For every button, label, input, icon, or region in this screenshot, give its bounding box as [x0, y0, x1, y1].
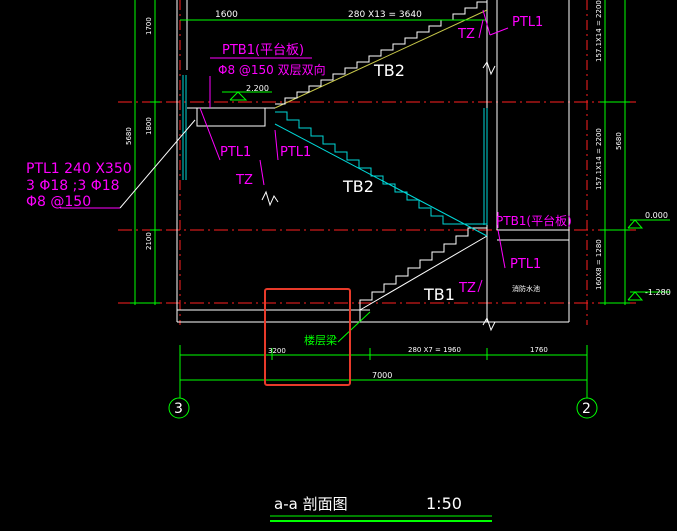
label-tz-a: TZ [235, 173, 253, 188]
dim-overall: 7000 [372, 371, 392, 380]
drawing-title: a-a 剖面图 [274, 495, 348, 513]
axis-bubble-3 [168, 397, 190, 419]
highlight-box [264, 288, 351, 386]
flight-tb2-upper-steps [275, 1, 487, 105]
axis-bubble-2 [576, 397, 598, 419]
dim-1800: 1800 [145, 117, 153, 135]
flight-tb2-upper [274, 9, 488, 109]
dim-riser-lower: 160X8 = 1280 [595, 239, 603, 290]
label-ptb1-rebar: Φ8 @150 双层双向 [218, 62, 326, 77]
label-ptl1-b: PTL1 [280, 145, 311, 160]
dim-bottom-left: 3200 [268, 347, 286, 355]
label-ptl1-c: PTL1 [512, 15, 543, 30]
dim-riser-middle: 157.1X14 = 2200 [595, 128, 603, 190]
label-pool: 消防水池 [512, 284, 540, 293]
label-ptl1-a: PTL1 [220, 145, 251, 160]
dim-right-height: 5680 [615, 132, 623, 150]
dim-step-upper: 280 X13 = 3640 [348, 10, 422, 20]
leader-lines [60, 9, 509, 293]
dim-riser-upper: 157.1X14 = 2200 [595, 0, 603, 62]
drawing-scale: 1:50 [426, 494, 462, 513]
dim-1600: 1600 [215, 10, 238, 20]
flight-tb2-lower [182, 75, 488, 237]
label-tb1: TB1 [423, 285, 455, 304]
building-walls [176, 0, 570, 332]
label-ptl1-d: PTL1 [510, 257, 541, 272]
label-tz-c: TZ [458, 281, 476, 296]
beam-leader [337, 311, 371, 343]
level-pit: -1.280 [645, 288, 671, 297]
dim-1700: 1700 [145, 17, 153, 35]
label-ptl-spec-3: Φ8 @150 [26, 194, 91, 210]
dim-bottom-steps: 280 X7 = 1960 [408, 346, 461, 354]
dim-bottom-right: 1760 [530, 346, 548, 354]
label-beam-callout: 楼层梁 [304, 333, 337, 347]
label-tz-b: TZ [457, 27, 475, 42]
label-ptl-spec-2: 3 Φ18 ;3 Φ18 [26, 178, 120, 194]
label-ptb1-right: PTB1(平台板) [496, 213, 572, 228]
label-ptb1-top: PTB1(平台板) [222, 43, 304, 58]
label-tb2-upper: TB2 [373, 61, 405, 80]
dimension-lines [130, 0, 630, 398]
axis-label-2: 2 [582, 401, 591, 417]
label-ptl-spec-1: PTL1 240 X350 [26, 161, 132, 177]
axis-centerlines [179, 0, 588, 325]
axis-label-3: 3 [174, 401, 183, 417]
ptl-spec-leader [119, 119, 196, 209]
level-platform: 2.200 [246, 84, 269, 93]
level-ground: 0.000 [645, 211, 668, 220]
label-tb2-lower: TB2 [342, 177, 374, 196]
dim-2100: 2100 [145, 232, 153, 250]
level-markers [222, 91, 670, 301]
dim-total-height: 5680 [125, 127, 133, 145]
